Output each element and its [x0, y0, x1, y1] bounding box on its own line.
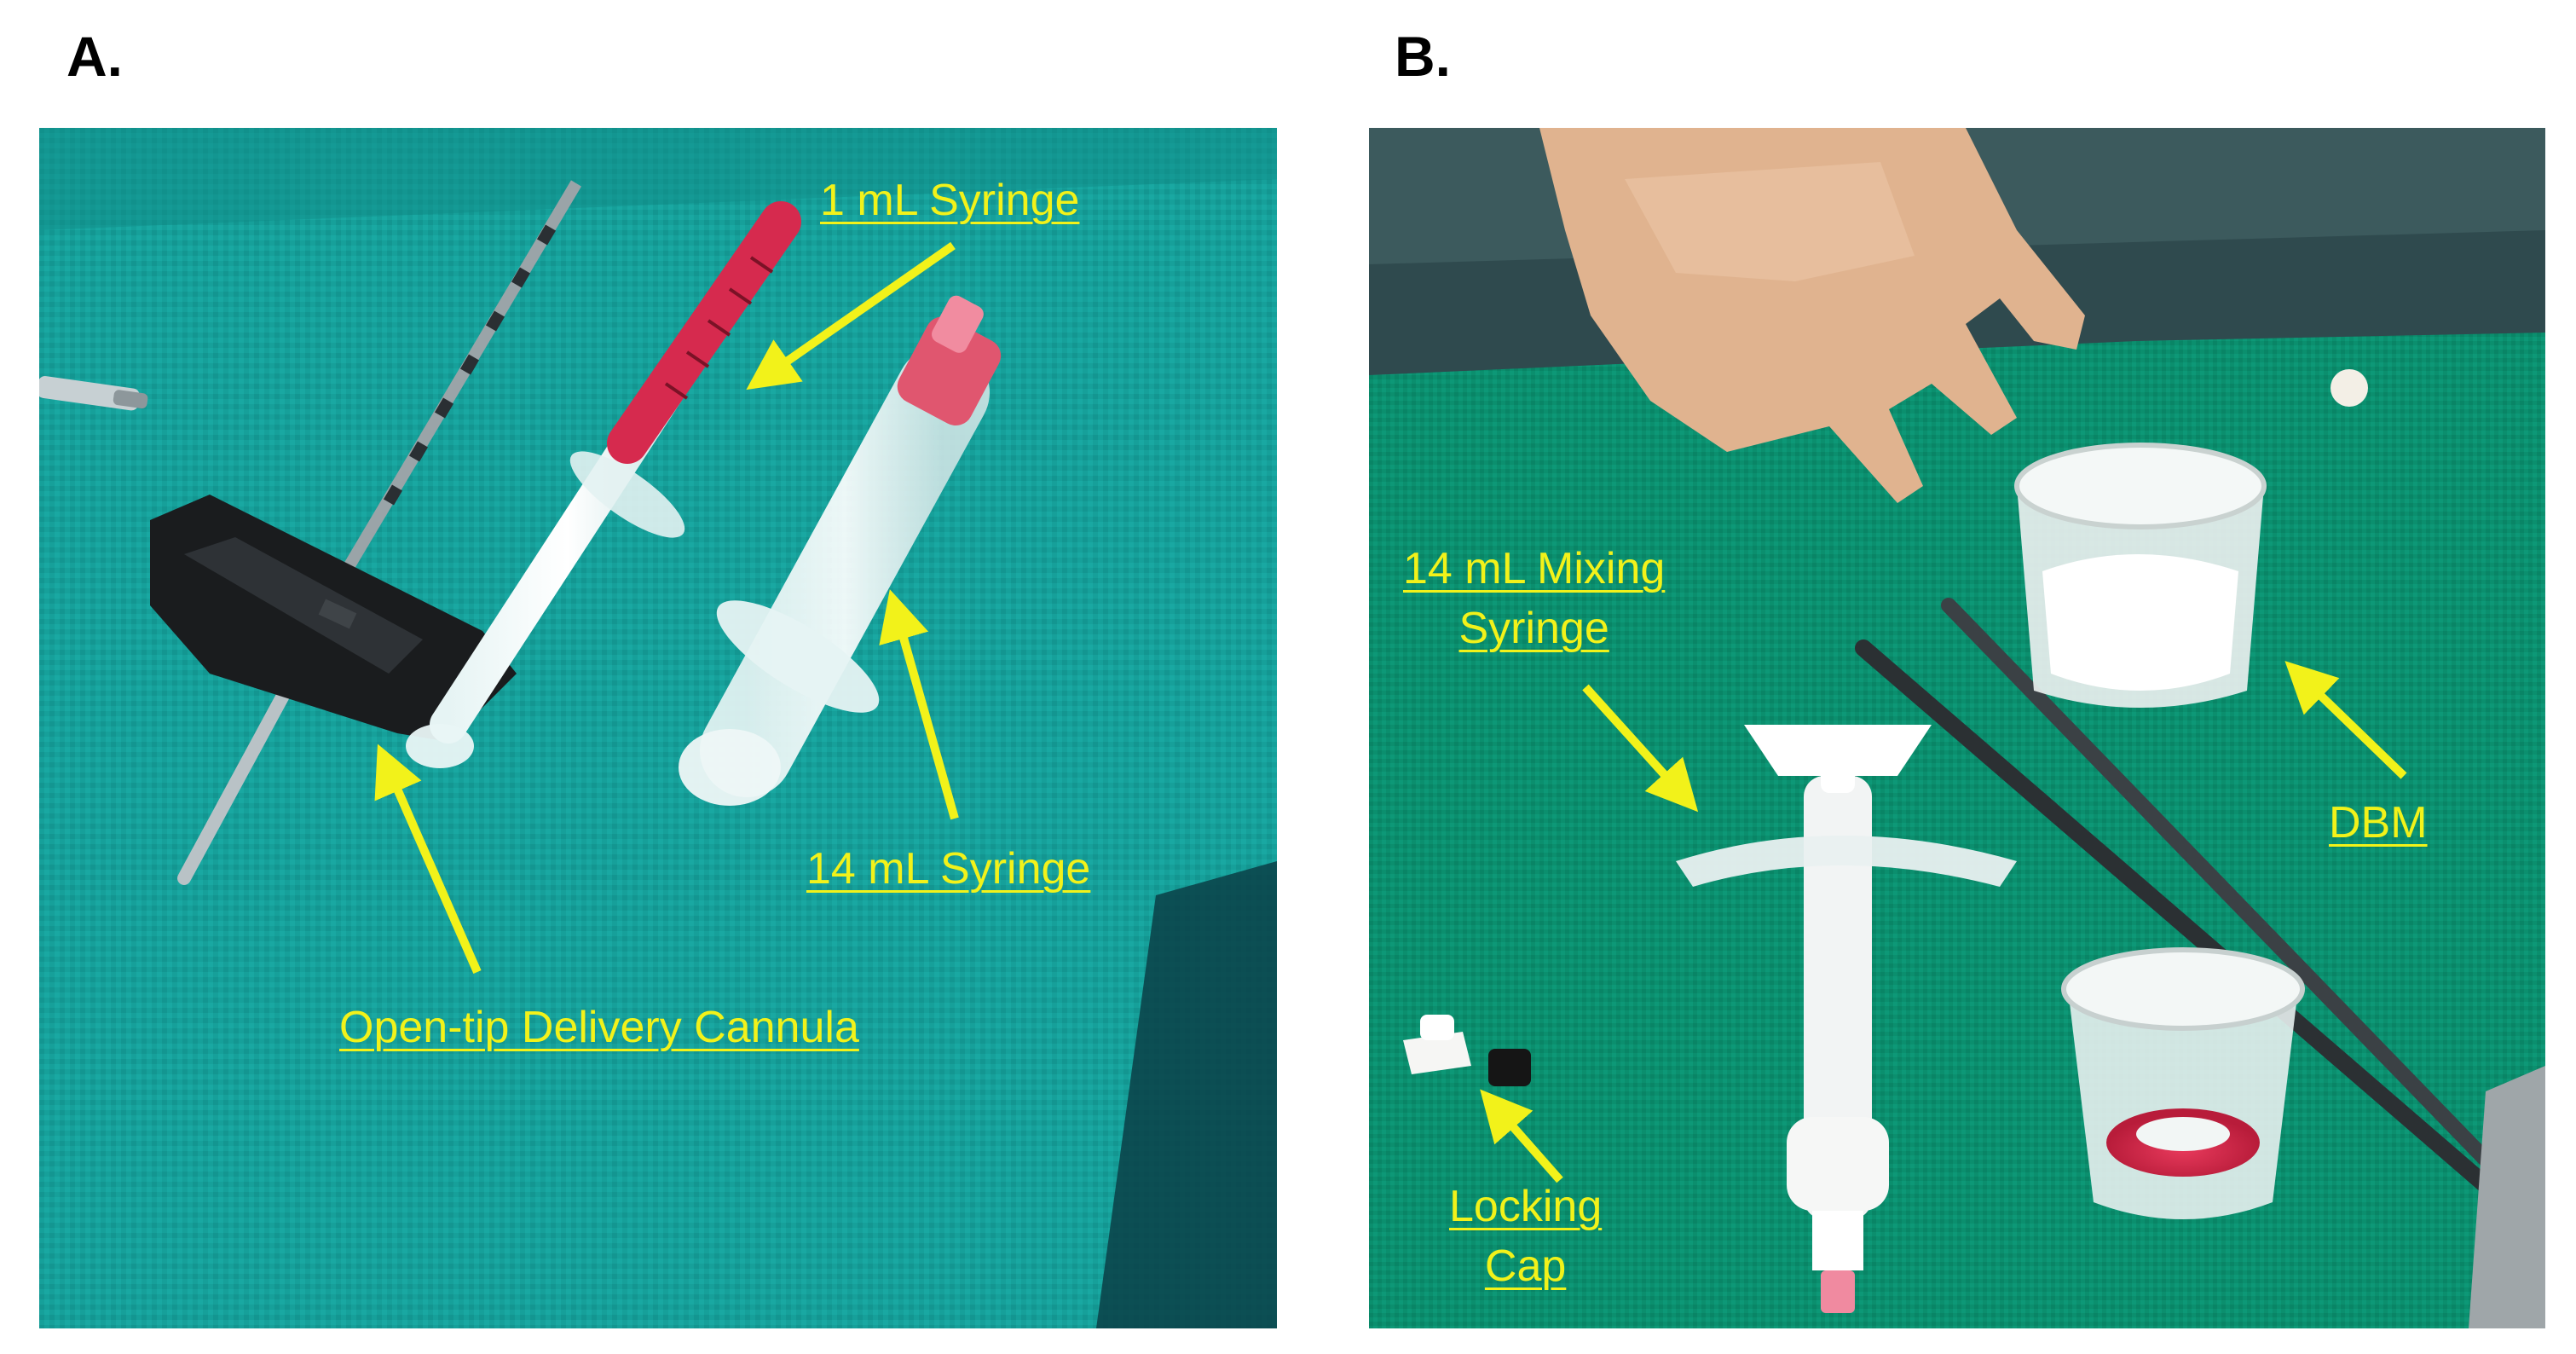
surgical-tools-photo-a	[39, 128, 1277, 1328]
panel-a-letter: A.	[66, 25, 123, 88]
callout-mixing-line2: Syringe	[1458, 604, 1609, 654]
panel-a-photo	[39, 128, 1277, 1328]
mixing-syringe	[1676, 725, 2017, 1313]
panel-b-letter: B.	[1395, 25, 1451, 88]
callout-cannula: Open-tip Delivery Cannula	[339, 1003, 859, 1052]
forceps	[1855, 598, 2494, 1194]
callout-locking-cap: Locking Cap	[1449, 1177, 1602, 1296]
gloved-hand	[1539, 128, 2085, 503]
panel-b-photo	[1369, 128, 2545, 1328]
delivery-cannula	[150, 180, 582, 885]
callout-dbm: DBM	[2329, 798, 2428, 848]
callout-mixing-syringe: 14 mL Mixing Syringe	[1403, 539, 1665, 658]
callout-14ml-syringe: 14 mL Syringe	[806, 844, 1091, 894]
one-ml-syringe	[406, 201, 801, 768]
surgical-tools-photo-b	[1369, 128, 2545, 1328]
blood-cup	[2061, 947, 2305, 1219]
dbm-cup	[2014, 369, 2368, 708]
locking-cap	[1403, 1015, 1531, 1086]
callout-locking-line2: Cap	[1484, 1241, 1567, 1292]
callout-mixing-line1: 14 mL Mixing	[1403, 544, 1666, 593]
callout-locking-line1: Locking	[1449, 1182, 1603, 1231]
callout-1ml-syringe: 1 mL Syringe	[820, 176, 1080, 225]
